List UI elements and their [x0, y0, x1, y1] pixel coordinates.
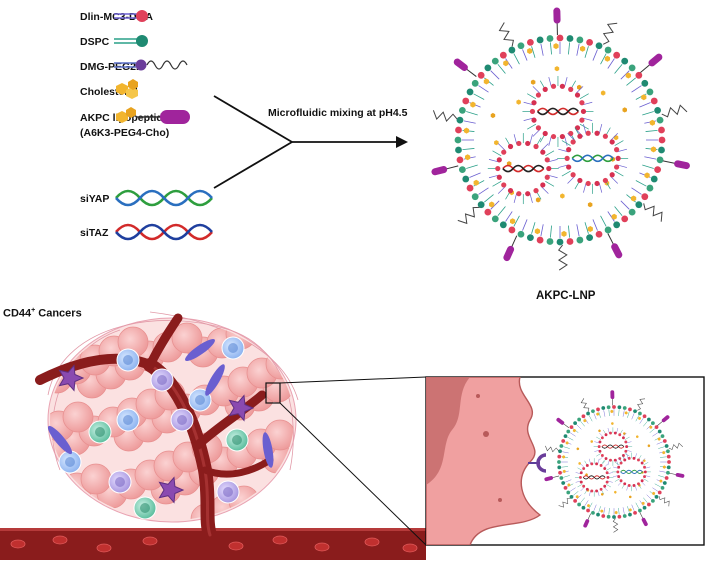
blood-vessel-branch-up: [145, 313, 183, 370]
sitaz-helix-icon: [115, 223, 213, 241]
akpc-lnp-small: [544, 390, 685, 533]
cholesterol-icon: [116, 79, 138, 99]
tumor-scene: [0, 311, 427, 560]
peg-lipid-purple-head-icon: [114, 59, 188, 71]
blood-vessel-branch-left: [35, 353, 155, 385]
tumor-title-rest: Cancers: [35, 307, 82, 320]
legend-label-dspc: DSPC: [80, 36, 110, 48]
legend-label-siyap: siYAP: [80, 193, 110, 205]
blood-vessel-branch-right: [193, 390, 267, 450]
akpc-lipopeptide-icon: [116, 107, 190, 124]
zoom-line-top: [279, 376, 427, 384]
mixing-arrows: [213, 95, 408, 189]
zoom-inset: [425, 376, 705, 546]
legend-label-akpc-formula: (A6K3-PEG4-Cho): [80, 127, 170, 139]
legend-label-dmg-peg: DMG-PEG2K: [80, 61, 144, 73]
lipid-teal-head-icon: [114, 35, 148, 47]
siyap-helix-icon: [115, 189, 213, 207]
legend-label-sitaz: siTAZ: [80, 227, 109, 239]
tumor-title-sup: +: [31, 307, 36, 314]
cancer-cell-nucleus: [426, 377, 470, 485]
lnp-title: AKPC-LNP: [536, 290, 596, 302]
tumor-title-main: CD44: [3, 307, 32, 320]
tumor-section-title: CD44+ Cancers: [3, 307, 82, 320]
process-label: Microfluidic mixing at pH4.5: [268, 107, 408, 119]
lipid-red-head-icon: [114, 10, 148, 22]
zoom-line-bottom: [279, 402, 427, 546]
red-blood-cells: [10, 535, 418, 553]
immune-cells: [47, 336, 274, 520]
akpc-lnp-particle: [431, 7, 690, 271]
zoom-marker-box: [265, 382, 281, 404]
